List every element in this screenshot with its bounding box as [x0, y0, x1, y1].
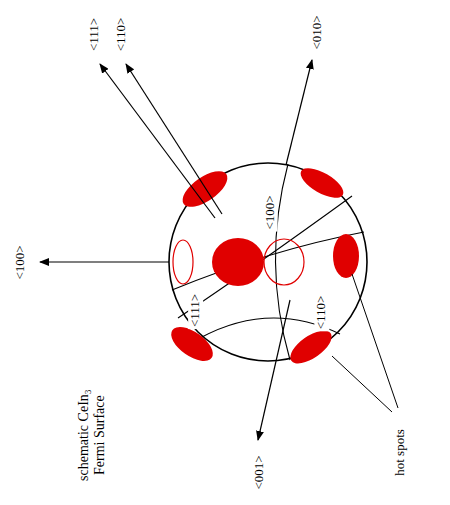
axis-label: <100>: [263, 193, 278, 231]
diagram-title: schematic CeIn₃ Fermi Surface: [76, 380, 108, 490]
direction-arrow: [258, 300, 290, 440]
hot-spot: [296, 162, 348, 203]
axis-label: <110>: [315, 293, 330, 331]
hot-spot: [333, 234, 359, 278]
callout-label: hot spots: [393, 429, 408, 476]
great-circle: [172, 232, 364, 290]
leader-line: [352, 274, 398, 408]
direction-label: <111>: [88, 17, 103, 50]
direction-arrow: [40, 261, 169, 262]
leader-line: [332, 356, 392, 412]
hot-spot: [177, 164, 233, 213]
hidden-hot-spot: [173, 240, 193, 284]
direction-label: <100>: [13, 245, 28, 279]
direction-arrow: [100, 64, 215, 218]
direction-label: <001>: [252, 455, 267, 489]
hot-spot: [212, 238, 264, 286]
hidden-hot-spot: [264, 239, 304, 285]
direction-label: <110>: [115, 17, 130, 51]
direction-arrow: [126, 64, 222, 214]
direction-arrow: [286, 60, 312, 165]
fermi-sphere: [169, 163, 367, 361]
direction-label: <010>: [310, 15, 325, 49]
axis-label: <111>: [189, 291, 204, 328]
